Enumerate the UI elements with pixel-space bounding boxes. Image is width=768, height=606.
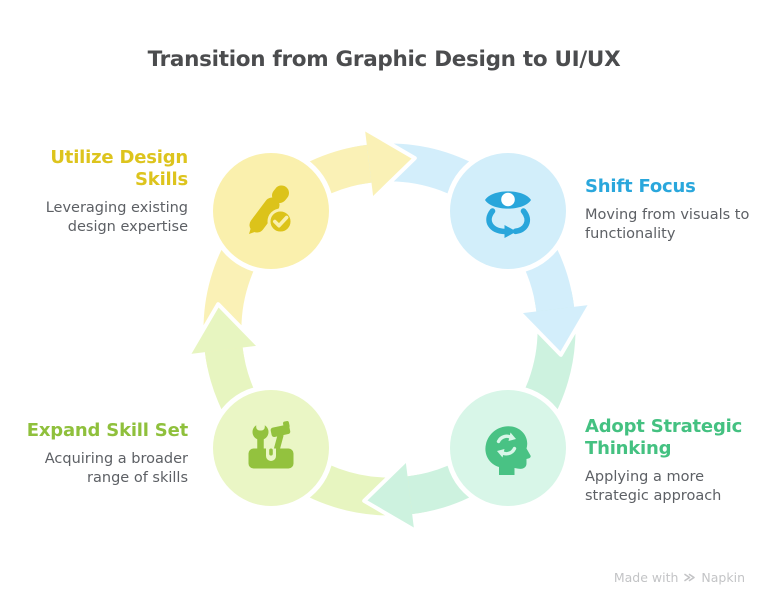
node-title: Adopt Strategic Thinking bbox=[585, 416, 743, 459]
made-with-napkin-badge[interactable]: Made with Napkin bbox=[614, 570, 745, 585]
node-text-shift-focus: Shift Focus Moving from visuals to funct… bbox=[585, 176, 763, 244]
node-circle-adopt-strategic-thinking bbox=[450, 390, 566, 506]
node-description: Leveraging existing design expertise bbox=[45, 199, 188, 236]
node-description: Applying a more strategic approach bbox=[585, 468, 722, 505]
node-circle-utilize-design-skills bbox=[213, 153, 329, 269]
brand-label: Napkin bbox=[701, 570, 745, 585]
head-arrows-icon bbox=[485, 426, 531, 475]
page-title: Transition from Graphic Design to UI/UX bbox=[147, 47, 621, 72]
node-text-utilize-design-skills: Utilize Design Skills Leveraging existin… bbox=[12, 147, 188, 237]
node-title: Utilize Design Skills bbox=[50, 147, 188, 190]
made-with-label: Made with bbox=[613, 570, 679, 585]
node-title: Expand Skill Set bbox=[26, 420, 188, 441]
eye-refresh-icon bbox=[485, 191, 531, 238]
node-circle-expand-skill-set bbox=[213, 390, 329, 506]
node-description: Moving from visuals to functionality bbox=[585, 206, 750, 243]
node-text-adopt-strategic-thinking: Adopt Strategic Thinking Applying a more… bbox=[585, 416, 768, 506]
napkin-logo-icon bbox=[684, 573, 696, 582]
node-title: Shift Focus bbox=[585, 176, 696, 197]
node-text-expand-skill-set: Expand Skill Set Acquiring a broader ran… bbox=[12, 420, 188, 488]
toolbox-icon bbox=[248, 421, 294, 469]
node-circle-shift-focus bbox=[450, 153, 566, 269]
node-description: Acquiring a broader range of skills bbox=[44, 450, 188, 487]
pen-check-icon bbox=[249, 185, 294, 235]
